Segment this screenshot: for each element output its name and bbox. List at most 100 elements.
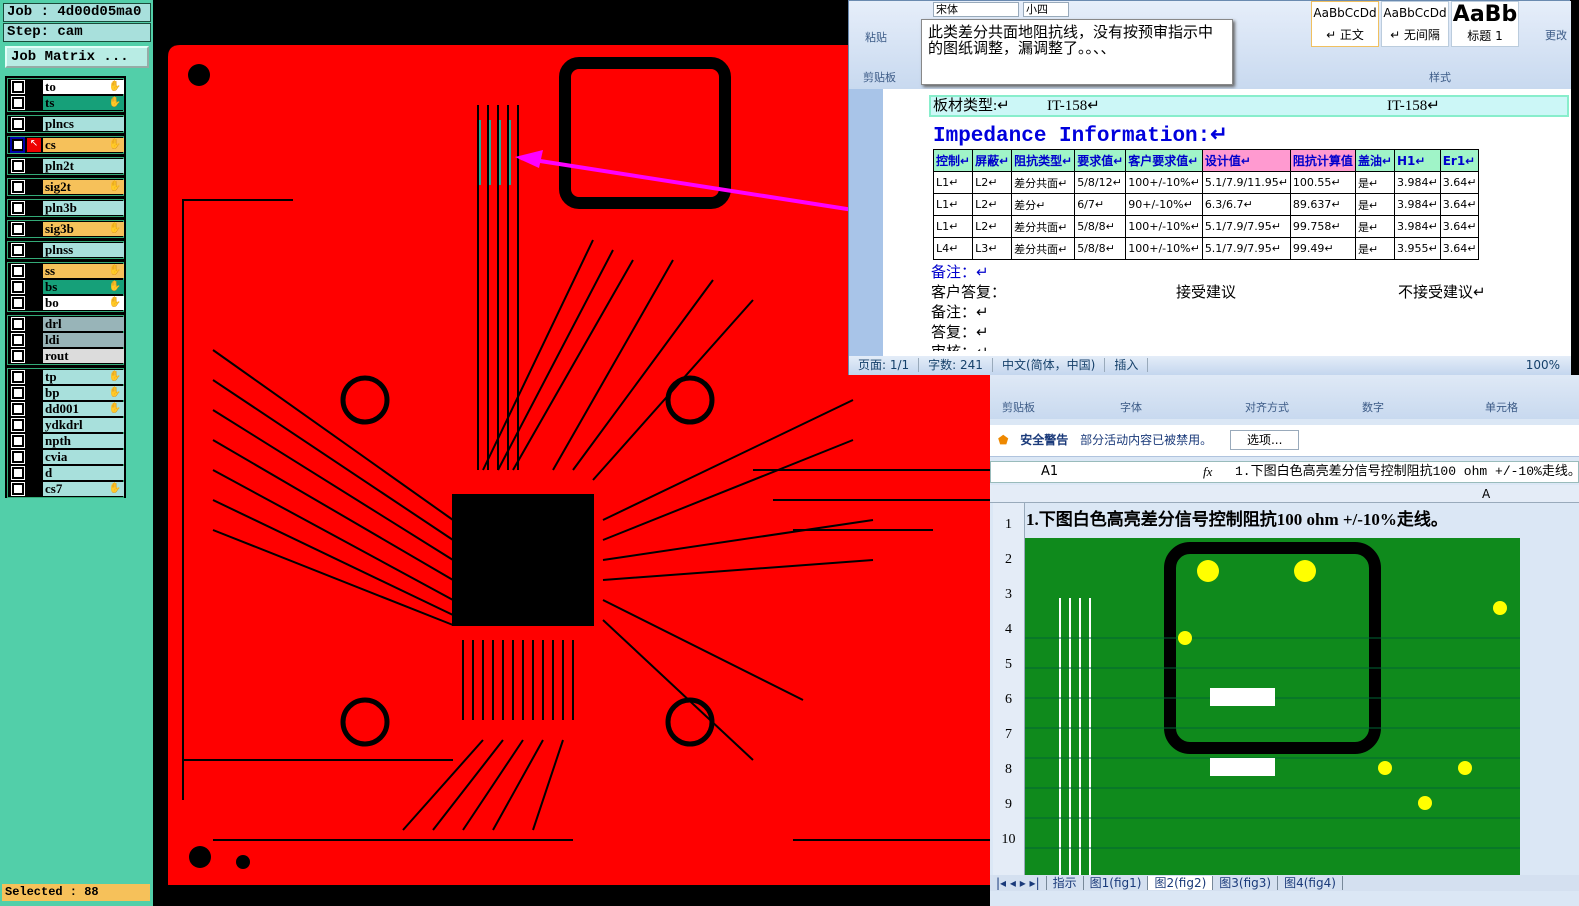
checkbox-icon[interactable] [11, 243, 25, 257]
table-cell[interactable]: 90+/-10%↵ [1125, 193, 1203, 216]
formula-input[interactable]: 1.下图白色高亮差分信号控制阻抗100 ohm +/-10%走线。 [1235, 464, 1579, 479]
row-header[interactable]: 7 [1005, 727, 1012, 742]
layer-name[interactable]: plnss [43, 243, 124, 257]
layer-row-pln3b[interactable]: pln3b [8, 200, 124, 216]
table-cell[interactable]: 5/8/8↵ [1074, 237, 1127, 260]
table-cell[interactable]: 99.758↵ [1289, 215, 1356, 238]
row-header[interactable]: 1 [1005, 517, 1012, 532]
layer-row-ss[interactable]: ss✋ [8, 263, 124, 279]
layer-name[interactable]: ldi [43, 333, 124, 347]
table-cell[interactable]: 100.55↵ [1289, 171, 1356, 194]
row-header[interactable]: 3 [1005, 587, 1012, 602]
font-size-select[interactable]: 小四 [1023, 2, 1069, 17]
table-cell[interactable]: 5/8/8↵ [1074, 215, 1127, 238]
row-header[interactable]: 4 [1005, 622, 1012, 637]
checkbox-icon[interactable] [11, 96, 25, 110]
layer-row-sig2t[interactable]: sig2t✋ [8, 179, 124, 195]
layer-row-tp[interactable]: tp✋ [8, 369, 124, 385]
row-header[interactable]: 6 [1005, 692, 1012, 707]
layer-name[interactable]: d [43, 466, 124, 480]
layer-name[interactable]: tp✋ [43, 370, 124, 384]
table-cell[interactable]: 差分共面↵ [1011, 237, 1076, 260]
table-cell[interactable]: 是↵ [1354, 171, 1396, 194]
row-header[interactable]: 9 [1005, 797, 1012, 812]
table-cell[interactable]: 3.984↵ [1394, 193, 1441, 216]
options-button[interactable]: 选项... [1229, 430, 1300, 450]
checkbox-icon[interactable] [11, 418, 25, 432]
row-header[interactable]: 10 [1001, 832, 1016, 847]
checkbox-icon[interactable] [11, 159, 25, 173]
checkbox-icon[interactable] [11, 434, 25, 448]
table-cell[interactable]: 3.984↵ [1394, 215, 1441, 238]
checkbox-icon[interactable] [11, 222, 25, 236]
table-cell[interactable]: L4↵ [932, 237, 974, 260]
checkbox-icon[interactable] [11, 370, 25, 384]
table-cell[interactable]: 是↵ [1354, 237, 1396, 260]
layer-name[interactable]: cs✋ [43, 138, 124, 152]
table-cell[interactable]: 6.3/6.7↵ [1201, 193, 1291, 216]
layer-name[interactable]: ts✋ [43, 96, 124, 110]
layer-row-npth[interactable]: npth [8, 433, 124, 449]
layer-row-sig3b[interactable]: sig3b✋ [8, 221, 124, 237]
layer-row-plnss[interactable]: plnss [8, 242, 124, 258]
table-cell[interactable]: 5/8/12↵ [1074, 171, 1127, 194]
layer-row-drl[interactable]: drl [8, 316, 124, 332]
layer-name[interactable]: bo✋ [43, 296, 124, 310]
layer-name[interactable]: rout [43, 349, 124, 363]
job-matrix-button[interactable]: Job Matrix ... [5, 46, 149, 68]
layer-row-ts[interactable]: ts✋ [8, 95, 124, 111]
table-cell[interactable]: 差分共面↵ [1011, 215, 1076, 238]
language[interactable]: 中文(简体，中国) [992, 358, 1106, 372]
table-cell[interactable]: L2↵ [972, 215, 1013, 238]
checkbox-icon[interactable] [11, 450, 25, 464]
table-cell[interactable]: 100+/-10%↵ [1125, 171, 1203, 194]
row-header[interactable]: 5 [1005, 657, 1012, 672]
table-cell[interactable]: 差分共面↵ [1011, 171, 1076, 194]
change-styles-button[interactable]: 更改 [1545, 29, 1567, 42]
layer-name[interactable]: to✋ [43, 80, 124, 94]
layer-name[interactable]: bs✋ [43, 280, 124, 294]
table-cell[interactable]: 差分↵ [1011, 193, 1076, 216]
checkbox-icon[interactable] [11, 402, 25, 416]
layer-row-ydkdrl[interactable]: ydkdrl [8, 417, 124, 433]
font-select[interactable]: 宋体 [933, 2, 1019, 17]
sheet-tab[interactable]: 图3(fig3) [1213, 876, 1279, 890]
table-cell[interactable]: 3.955↵ [1394, 237, 1441, 260]
insert-mode[interactable]: 插入 [1105, 358, 1149, 372]
layer-name[interactable]: cs7✋ [43, 482, 124, 496]
table-cell[interactable]: 6/7↵ [1074, 193, 1127, 216]
pcb-canvas[interactable] [153, 0, 990, 906]
table-cell[interactable]: L2↵ [972, 171, 1013, 194]
layer-row-cs[interactable]: ↖cs✋ [8, 137, 124, 153]
paste-button[interactable]: 粘贴 [865, 31, 887, 44]
cell-a1[interactable]: 1.下图白色高亮差分信号控制阻抗100 ohm +/-10%走线。 [1026, 510, 1448, 529]
sheet-tab[interactable]: 图1(fig1) [1083, 876, 1149, 890]
layer-name[interactable]: npth [43, 434, 124, 448]
table-cell[interactable]: 3.984↵ [1394, 171, 1441, 194]
layer-name[interactable]: plncs [43, 117, 124, 131]
table-cell[interactable]: L2↵ [972, 193, 1013, 216]
table-cell[interactable]: 3.64↵ [1439, 193, 1480, 216]
table-cell[interactable]: 5.1/7.9/7.95↵ [1201, 215, 1291, 238]
table-cell[interactable]: 5.1/7.9/11.95↵ [1201, 171, 1291, 194]
table-cell[interactable]: 3.64↵ [1439, 171, 1480, 194]
table-cell[interactable]: L3↵ [972, 237, 1013, 260]
style-normal[interactable]: AaBbCcDd↵ 正文 [1311, 1, 1379, 47]
layer-name[interactable]: cvia [43, 450, 124, 464]
checkbox-icon[interactable] [11, 264, 25, 278]
checkbox-icon[interactable] [11, 386, 25, 400]
checkbox-icon[interactable] [11, 280, 25, 294]
layer-name[interactable]: ss✋ [43, 264, 124, 278]
layer-row-bp[interactable]: bp✋ [8, 385, 124, 401]
layer-row-plncs[interactable]: plncs [8, 116, 124, 132]
table-cell[interactable]: 5.1/7.9/7.95↵ [1201, 237, 1291, 260]
layer-row-to[interactable]: to✋ [8, 79, 124, 95]
layer-row-rout[interactable]: rout [8, 348, 124, 364]
layer-row-pln2t[interactable]: pln2t [8, 158, 124, 174]
zoom-level[interactable]: 100% [1525, 358, 1560, 372]
layer-row-cvia[interactable]: cvia [8, 449, 124, 465]
table-cell[interactable]: 100+/-10%↵ [1125, 237, 1203, 260]
layer-name[interactable]: ydkdrl [43, 418, 124, 432]
table-cell[interactable]: 100+/-10%↵ [1125, 215, 1203, 238]
